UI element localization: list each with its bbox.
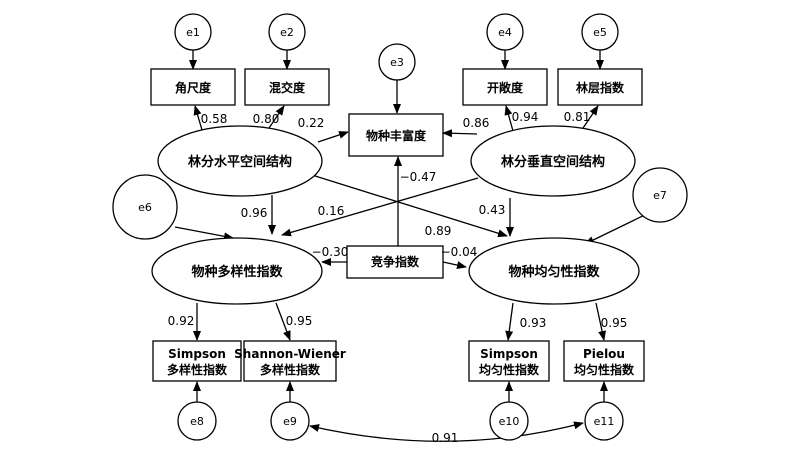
box-mingling-label: 混交度: [269, 80, 306, 95]
error-e6: e6: [112, 174, 178, 240]
box-shannon-wiener-line2: 多样性指数: [260, 362, 321, 377]
paths: [174, 50, 656, 442]
path-coefficients: 0.58 0.80 0.22 0.86 0.94 0.81 −0.47 0.96…: [168, 110, 628, 445]
path-evenness-simpson: [505, 302, 514, 341]
latent-vertical-structure: 林分垂直空间结构: [470, 125, 636, 197]
error-e8: e8: [177, 401, 217, 441]
path-horizontal-evenness: [311, 174, 508, 238]
coef-horizontal-diversity: 0.96: [241, 206, 268, 220]
box-richness: 物种丰富度: [348, 113, 444, 157]
coef-diversity-simpson: 0.92: [168, 314, 195, 328]
box-shannon-wiener-line1: Shannon-Wiener: [234, 347, 346, 361]
box-layer: 林层指数: [557, 68, 643, 106]
box-pielou-line1: Pielou: [583, 347, 625, 361]
error-e7-label: e7: [653, 189, 667, 202]
box-openness: 开敞度: [462, 68, 548, 106]
path-horizontal-richness: [317, 131, 349, 143]
coef-horizontal-mingling: 0.80: [253, 112, 280, 126]
coef-evenness-simpson: 0.93: [520, 316, 547, 330]
error-e9: e9: [270, 401, 310, 441]
box-simpson-diversity: Simpson 多样性指数: [152, 340, 242, 382]
error-e4-label: e4: [498, 26, 512, 39]
error-e9-label: e9: [283, 415, 297, 428]
latent-horizontal-structure-label: 林分水平空间结构: [188, 154, 292, 170]
box-simpson-diversity-line1: Simpson: [168, 347, 226, 361]
coef-competition-diversity: −0.30: [312, 245, 349, 259]
error-e7: e7: [632, 167, 688, 223]
box-angle: 角尺度: [150, 68, 236, 106]
latent-variables: 林分水平空间结构 林分垂直空间结构 物种多样性指数 物种均匀性指数: [151, 125, 640, 305]
error-e2: e2: [268, 13, 306, 51]
path-vertical-layer: [580, 105, 599, 132]
box-simpson-diversity-line2: 多样性指数: [167, 362, 228, 377]
coef-horizontal-evenness: 0.89: [425, 224, 452, 238]
box-simpson-evenness: Simpson 均匀性指数: [468, 340, 550, 382]
path-vertical-openness: [504, 105, 514, 132]
box-simpson-evenness-line1: Simpson: [480, 347, 538, 361]
error-e5-label: e5: [593, 26, 607, 39]
latent-species-evenness-label: 物种均匀性指数: [508, 264, 600, 280]
box-layer-label: 林层指数: [576, 80, 625, 95]
coef-e9-e11-covariance: 0.91: [432, 431, 459, 445]
coef-vertical-layer: 0.81: [564, 110, 591, 124]
coef-diversity-shannon: 0.95: [286, 314, 313, 328]
path-e6-diversity: [174, 226, 234, 241]
error-e1-label: e1: [186, 26, 200, 39]
coef-vertical-evenness: 0.43: [479, 203, 506, 217]
error-e11-label: e11: [594, 415, 615, 428]
path-vertical-diversity: [281, 177, 479, 237]
error-e10-label: e10: [499, 415, 520, 428]
box-pielou-line2: 均匀性指数: [574, 362, 635, 377]
error-terms: e1 e2 e3 e4 e5 e6 e7 e8: [112, 13, 688, 441]
path-vertical-richness: [442, 129, 478, 138]
latent-species-diversity: 物种多样性指数: [151, 237, 323, 305]
error-e8-label: e8: [190, 415, 204, 428]
coef-evenness-pielou: 0.95: [601, 316, 628, 330]
latent-species-evenness: 物种均匀性指数: [468, 237, 640, 305]
path-competition-evenness: [442, 261, 467, 269]
path-diversity-shannon: [275, 302, 291, 341]
box-simpson-evenness-line2: 均匀性指数: [479, 362, 540, 377]
error-e4: e4: [486, 13, 524, 51]
error-e1: e1: [174, 13, 212, 51]
box-richness-label: 物种丰富度: [366, 128, 427, 143]
coef-competition-evenness: −0.04: [441, 245, 478, 259]
error-e6-label: e6: [138, 201, 152, 214]
box-shannon-wiener: Shannon-Wiener 多样性指数: [234, 340, 346, 382]
error-e11: e11: [584, 401, 624, 441]
error-e5: e5: [581, 13, 619, 51]
path-horizontal-angle: [193, 105, 203, 131]
path-horizontal-mingling: [266, 105, 285, 132]
box-angle-label: 角尺度: [175, 80, 212, 95]
coef-vertical-diversity: 0.16: [318, 204, 345, 218]
box-competition: 竞争指数: [346, 245, 444, 279]
latent-vertical-structure-label: 林分垂直空间结构: [501, 154, 605, 170]
coef-competition-richness: −0.47: [400, 170, 437, 184]
coef-horizontal-richness: 0.22: [298, 116, 325, 130]
box-openness-label: 开敞度: [487, 80, 524, 95]
error-e3: e3: [378, 43, 416, 81]
observed-variables: 角尺度 混交度 物种丰富度 开敞度 林层指数 竞争指数 Simpson 多样性指…: [150, 68, 645, 382]
box-mingling: 混交度: [244, 68, 330, 106]
path-e9-e11-covariance: [309, 421, 584, 442]
error-e10: e10: [489, 401, 529, 441]
error-e2-label: e2: [280, 26, 294, 39]
path-evenness-pielou: [595, 302, 607, 341]
coef-vertical-openness: 0.94: [512, 110, 539, 124]
coef-horizontal-angle: 0.58: [201, 112, 228, 126]
box-pielou: Pielou 均匀性指数: [563, 340, 645, 382]
latent-horizontal-structure: 林分水平空间结构: [157, 125, 323, 197]
latent-species-diversity-label: 物种多样性指数: [191, 264, 283, 280]
box-competition-label: 竞争指数: [371, 254, 420, 269]
error-e3-label: e3: [390, 56, 404, 69]
coef-vertical-richness: 0.86: [463, 116, 490, 130]
